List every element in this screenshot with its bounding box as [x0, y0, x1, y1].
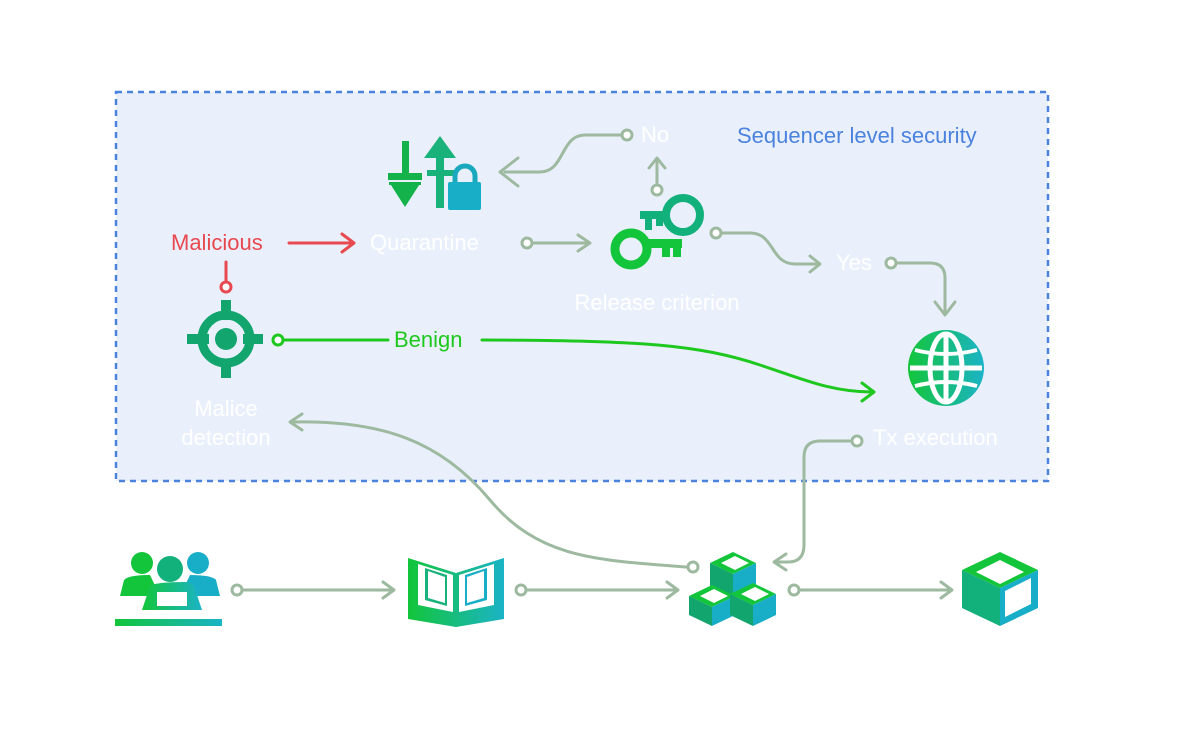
malice-detection-label-line1: Malice: [194, 396, 258, 421]
connector-no-to-quarantine: [503, 133, 622, 174]
connector-dot: [620, 128, 634, 142]
malice-detection-label-line2: detection: [181, 425, 271, 450]
tx-execution-label: Tx execution: [873, 425, 998, 450]
cube-icon: [962, 552, 1038, 626]
sequencer-region: [114, 90, 1050, 483]
users-icon: [115, 552, 222, 626]
connector-benign-to-globe: [480, 338, 874, 394]
malicious-label: Malicious: [171, 230, 263, 255]
crosshair-icon: [187, 300, 263, 378]
region-title: Sequencer level security: [737, 123, 977, 148]
yes-label: Yes: [836, 250, 872, 275]
benign-label: Benign: [394, 327, 463, 352]
release-criterion-label: Release criterion: [574, 290, 740, 315]
no-label: No: [641, 122, 670, 147]
connector-yes-to-globe: [896, 261, 947, 314]
connector-keys-to-yes: [721, 231, 820, 266]
keys-icon: [610, 194, 704, 270]
connector-cubes-to-malice-detection: [290, 420, 688, 569]
globe-icon: [908, 330, 984, 406]
cubes-icon: [689, 552, 776, 626]
quarantine-lock-icon: [388, 136, 481, 210]
connector-tx-to-cubes: [774, 439, 852, 564]
quarantine-label: Quarantine: [370, 230, 479, 255]
book-icon: [408, 558, 504, 627]
